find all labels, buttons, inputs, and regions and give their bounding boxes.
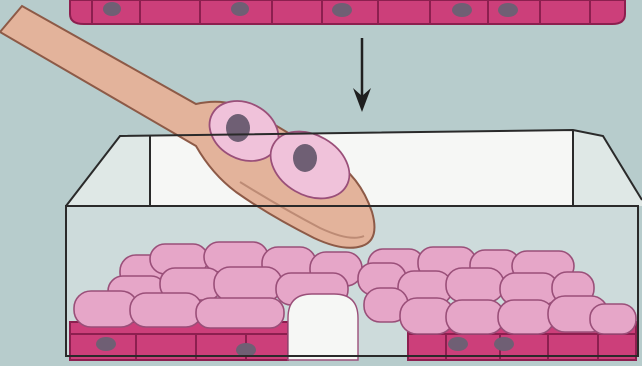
upper-nucleus bbox=[231, 2, 249, 16]
cell bbox=[214, 267, 282, 301]
bottom-nucleus bbox=[494, 337, 514, 351]
cell-mass bbox=[70, 242, 636, 360]
cell bbox=[590, 304, 636, 334]
cell bbox=[196, 298, 284, 328]
upper-nucleus bbox=[103, 2, 121, 16]
cell bbox=[446, 300, 504, 334]
bottom-nucleus bbox=[448, 337, 468, 351]
bottom-nucleus bbox=[96, 337, 116, 351]
upper-nucleus bbox=[498, 3, 518, 17]
upper-nucleus bbox=[332, 3, 352, 17]
cell bbox=[130, 293, 202, 327]
cell bbox=[446, 268, 504, 302]
upper-tissue-strip bbox=[70, 0, 625, 24]
lifted-cell-nucleus bbox=[226, 114, 250, 142]
cell-layer-gap bbox=[288, 294, 358, 360]
lifted-cell-nucleus bbox=[293, 144, 317, 172]
bottom-nucleus bbox=[236, 343, 256, 357]
cell bbox=[498, 300, 554, 334]
cell bbox=[74, 291, 138, 327]
upper-nucleus bbox=[452, 3, 472, 17]
